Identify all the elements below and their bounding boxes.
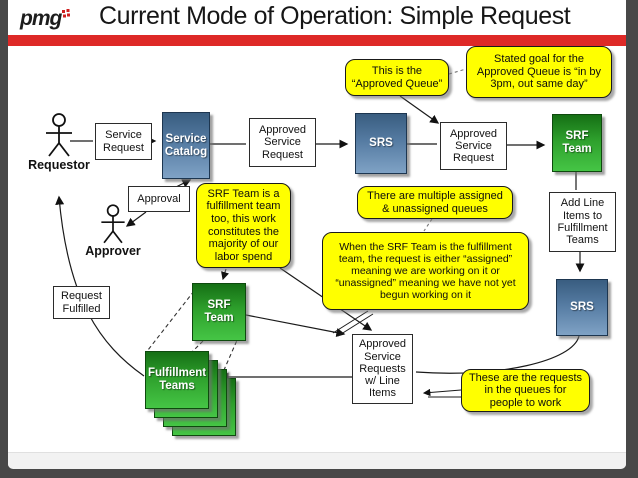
node-service-request: Service Request xyxy=(95,123,152,160)
node-approved-service-request-2: Approved Service Request xyxy=(440,122,507,170)
approver-actor-icon xyxy=(96,203,130,250)
slide-title: Current Mode of Operation: Simple Reques… xyxy=(99,2,571,30)
node-add-line-items: Add Line Items to Fulfillment Teams xyxy=(549,192,616,252)
pmg-logo-text: pmg xyxy=(20,7,62,30)
requestor-actor-icon xyxy=(40,112,78,163)
callout-approved-queue: This is the “Approved Queue” xyxy=(345,59,449,96)
callout-srf-fulfillment-team: SRF Team is a fulfillment team too, this… xyxy=(196,183,291,268)
node-request-fulfilled: Request Fulfilled xyxy=(53,286,110,319)
callout-stated-goal: Stated goal for the Approved Queue is “i… xyxy=(466,46,612,98)
node-srs-2: SRS xyxy=(556,279,608,336)
node-srf-team-1: SRF Team xyxy=(552,114,602,172)
requestor-label: Requestor xyxy=(28,158,90,172)
approver-label: Approver xyxy=(85,244,141,258)
callout-queue-work: These are the requests in the queues for… xyxy=(461,369,590,412)
node-approved-service-request-1: Approved Service Request xyxy=(249,118,316,167)
node-approval: Approval xyxy=(128,186,190,212)
node-srs-1: SRS xyxy=(355,113,407,174)
pmg-logo: pmg xyxy=(20,7,71,31)
node-fulfillment-teams: Fulfillment Teams xyxy=(145,351,209,409)
node-srf-team-2: SRF Team xyxy=(192,283,246,341)
title-divider-bar xyxy=(8,35,626,46)
slide-footer-band xyxy=(8,452,626,469)
callout-assigned-meaning: When the SRF Team is the fulfillment tea… xyxy=(322,232,529,310)
node-approved-requests-line-items: Approved Service Requests w/ Line Items xyxy=(352,334,413,404)
callout-multiple-queues: There are multiple assigned & unassigned… xyxy=(357,186,513,219)
node-service-catalog: Service Catalog xyxy=(162,112,210,179)
pmg-logo-mark-icon xyxy=(62,0,71,23)
